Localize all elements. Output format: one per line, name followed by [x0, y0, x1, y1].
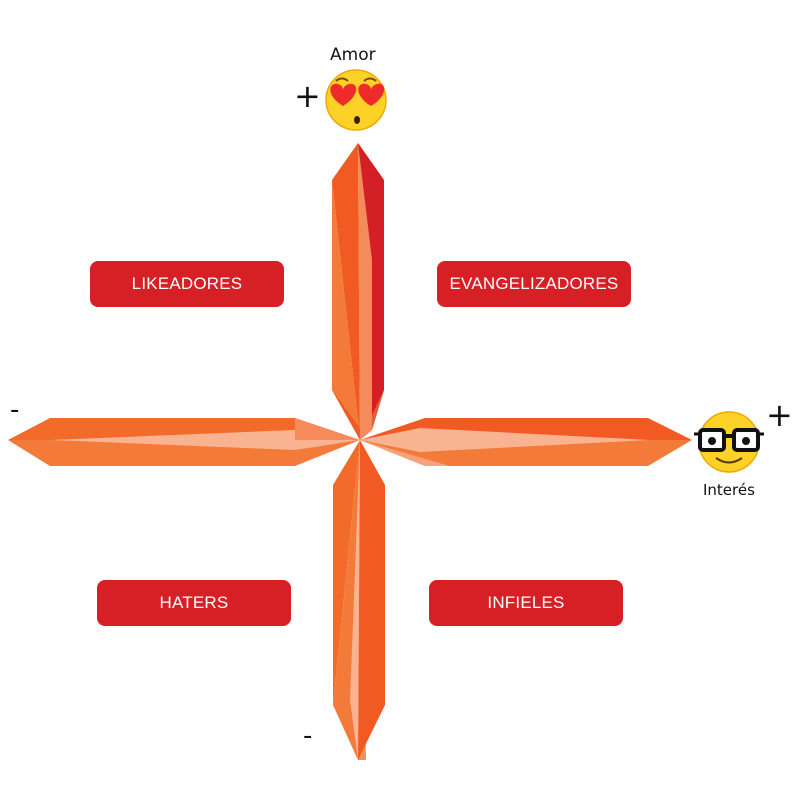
- quadrant-label-likeadores: LIKEADORES: [90, 261, 284, 307]
- heart-eyes-emoji-icon: [325, 69, 387, 131]
- vertical-negative-sign: -: [303, 721, 313, 751]
- quadrant-label-evangelizadores: EVANGELIZADORES: [437, 261, 631, 307]
- axis-label-interes: Interés: [703, 481, 755, 499]
- horizontal-positive-sign: +: [766, 396, 792, 434]
- vertical-positive-sign: +: [294, 77, 321, 115]
- axis-label-amor: Amor: [330, 45, 376, 65]
- arrow-left: [8, 418, 360, 466]
- quadrant-label-haters: HATERS: [97, 580, 291, 626]
- nerd-glasses-emoji-icon: [694, 411, 764, 473]
- arrow-right: [360, 418, 692, 466]
- quadrant-label-infieles: INFIELES: [429, 580, 623, 626]
- arrow-down: [333, 440, 385, 760]
- arrow-up: [332, 143, 384, 440]
- horizontal-negative-sign: -: [10, 395, 20, 425]
